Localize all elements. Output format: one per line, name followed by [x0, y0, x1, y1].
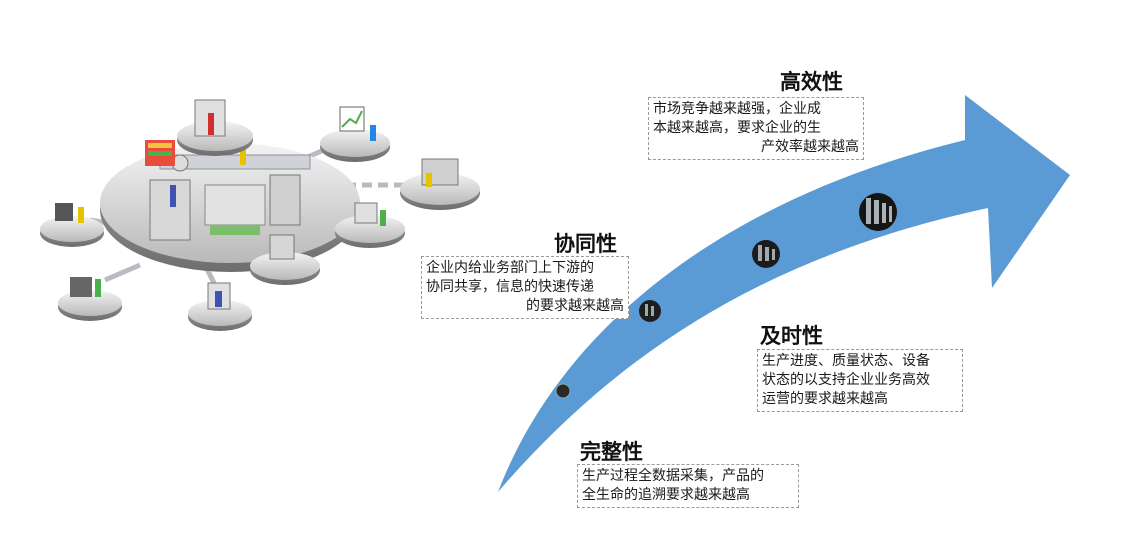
workstation-bottom-left — [58, 277, 122, 321]
timeliness-title: 及时性 — [760, 324, 823, 348]
main-platform — [100, 140, 360, 272]
timeliness-line-2: 状态的以支持企业业务高效 — [762, 372, 930, 388]
workstation-right — [400, 158, 480, 210]
milestone-dot-4 — [859, 193, 897, 231]
workstation-right-lower — [335, 202, 405, 248]
collaboration-line-3: 的要求越来越高 — [526, 298, 624, 314]
completeness-description: 生产过程全数据采集，产品的 全生命的追溯要求越来越高 — [577, 464, 799, 508]
workstation-bottom-right — [250, 234, 320, 285]
efficiency-description: 市场竞争越来越强，企业成 本越来越高，要求企业的生 产效率越来越高 — [648, 97, 864, 160]
milestone-dot-1 — [555, 383, 571, 399]
timeliness-line-1: 生产进度、质量状态、设备 — [762, 353, 930, 369]
collaboration-description: 企业内给业务部门上下游的 协同共享，信息的快速传递 的要求越来越高 — [421, 256, 629, 319]
efficiency-title: 高效性 — [780, 70, 843, 94]
efficiency-line-1: 市场竞争越来越强，企业成 — [653, 101, 821, 117]
collaboration-line-1: 企业内给业务部门上下游的 — [426, 260, 594, 276]
timeliness-line-3: 运营的要求越来越高 — [762, 391, 888, 407]
collaboration-title: 协同性 — [554, 232, 617, 256]
workstation-left — [40, 203, 104, 247]
efficiency-line-3: 产效率越来越高 — [761, 139, 859, 155]
collaboration-line-2: 协同共享，信息的快速传递 — [426, 279, 594, 295]
timeliness-description: 生产进度、质量状态、设备 状态的以支持企业业务高效 运营的要求越来越高 — [757, 349, 963, 412]
factory-network-illustration — [40, 99, 480, 331]
completeness-line-2: 全生命的追溯要求越来越高 — [582, 487, 750, 503]
workstation-chart — [320, 106, 390, 162]
growth-arrow-shape — [498, 95, 1070, 492]
workstation-top — [177, 99, 253, 156]
efficiency-line-2: 本越来越高，要求企业的生 — [653, 120, 821, 136]
milestone-dot-3 — [752, 240, 780, 268]
completeness-title: 完整性 — [580, 440, 643, 464]
completeness-line-1: 生产过程全数据采集，产品的 — [582, 468, 764, 484]
milestone-dot-2 — [639, 300, 661, 322]
workstation-bottom — [188, 282, 252, 331]
